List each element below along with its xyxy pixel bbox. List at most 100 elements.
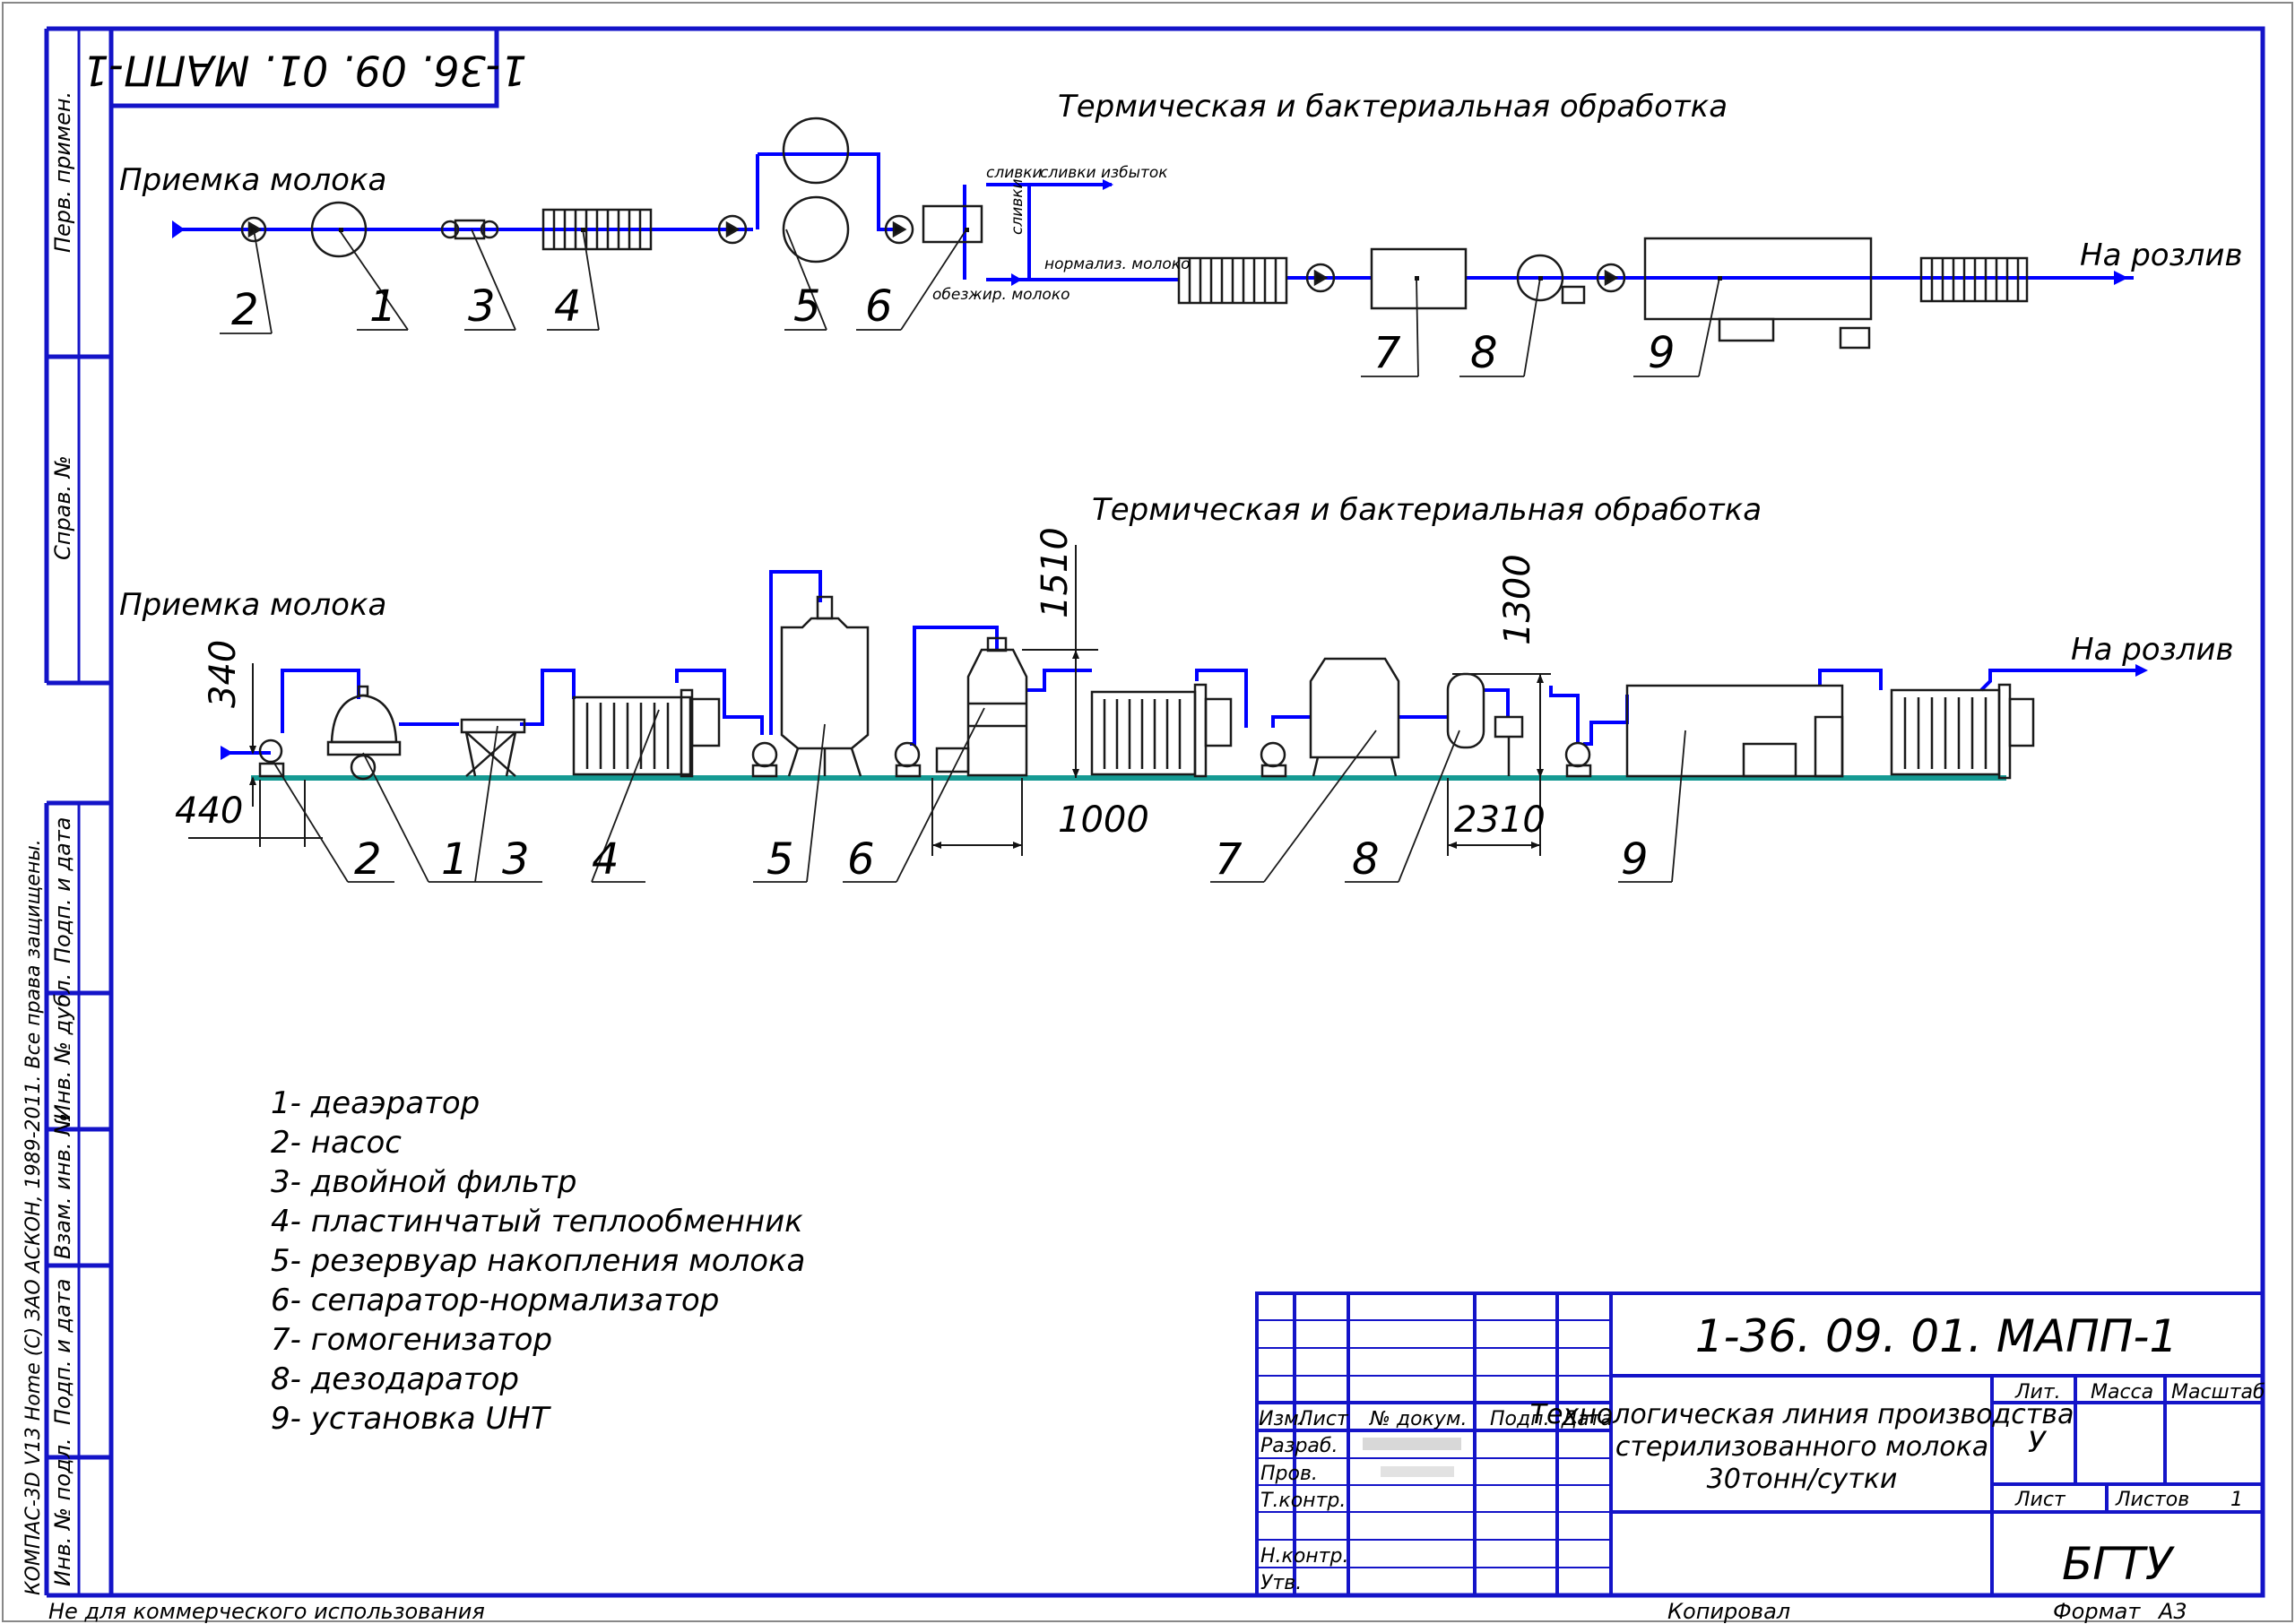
tb-podp: Подп.: [1490, 1408, 1550, 1430]
layout-leaders: [273, 707, 1686, 883]
layout-num-4: 4: [592, 834, 619, 885]
scheme-num-8: 8: [1470, 328, 1498, 378]
side-label-podp2: Подп. и дата: [50, 1279, 75, 1426]
layout-equipment: [258, 595, 2035, 781]
side-label-inv-podl: Инв. № подл.: [50, 1438, 75, 1586]
legend-item: 3- двойной фильтр: [271, 1164, 576, 1200]
side-label-podp1: Подп. и дата: [50, 817, 75, 964]
title-block-code: 1-36. 09. 01. МАПП-1: [1695, 1310, 2178, 1362]
footer-noncommercial: Не для коммерческого использования: [48, 1599, 485, 1624]
layout-num-6: 6: [847, 834, 875, 885]
scheme-start-label: Приемка молока: [119, 162, 386, 198]
footer: Не для коммерческого использования Копир…: [48, 1599, 2187, 1624]
scheme-skim-milk-label: обезжир. молоко: [932, 286, 1070, 304]
dim-440: 440: [175, 790, 243, 832]
layout-pipes: [222, 570, 2143, 755]
left-margin: Перв. примен. Справ. № Подп. и дата Инв.…: [22, 26, 111, 1598]
tb-listov-value: 1: [2230, 1489, 2243, 1511]
scheme-num-2: 2: [231, 285, 259, 335]
layout-dimensions: [188, 545, 1551, 856]
tb-listov-label: Листов: [2115, 1489, 2189, 1511]
footer-format-value: А3: [2157, 1599, 2187, 1624]
scheme-num-4: 4: [554, 281, 582, 332]
equipment-layout: Термическая и бактериальная обработка Пр…: [119, 492, 2234, 885]
scheme-num-6: 6: [865, 281, 893, 332]
tb-nkontr: Н.контр.: [1260, 1545, 1348, 1568]
process-scheme: Термическая и бактериальная обработка Пр…: [119, 89, 2243, 378]
legend-item: 5- резервуар накопления молока: [271, 1243, 805, 1279]
layout-end-label: На розлив: [2071, 632, 2234, 668]
main-frame: [108, 26, 2265, 1598]
dim-1000: 1000: [1058, 799, 1149, 841]
dim-1510: 1510: [1035, 527, 1076, 618]
scheme-title: Термическая и бактериальная обработка: [1058, 89, 1728, 125]
legend: 1- деаэратор 2- насос 3- двойной фильтр …: [271, 1085, 805, 1437]
tb-no-dokum: № докум.: [1369, 1408, 1467, 1430]
scheme-num-9: 9: [1648, 328, 1676, 378]
layout-num-1: 1: [441, 834, 469, 885]
blurred-name: [1381, 1466, 1454, 1477]
layout-num-5: 5: [766, 834, 794, 885]
scheme-leaders: [220, 229, 1720, 377]
blurred-name: [1363, 1438, 1461, 1450]
tb-org: БГТУ: [2062, 1538, 2176, 1590]
layout-num-3: 3: [502, 834, 530, 885]
scheme-num-1: 1: [369, 281, 397, 332]
tb-utv: Утв.: [1260, 1572, 1302, 1594]
tb-tkontr: Т.контр.: [1260, 1490, 1346, 1512]
layout-num-7: 7: [1215, 834, 1243, 885]
title-line: Технологическая линия производства: [1530, 1399, 2074, 1430]
scheme-numbers: 2 1 3 4 5 6 7 8 9: [231, 281, 1676, 378]
tb-massa: Масса: [2091, 1381, 2153, 1404]
scheme-num-5: 5: [793, 281, 821, 332]
legend-item: 1- деаэратор: [271, 1085, 480, 1121]
legend-item: 4- пластинчатый теплообменник: [271, 1204, 803, 1240]
scheme-cream-label: сливки: [986, 164, 1043, 182]
tb-list-label: Лист: [2014, 1489, 2066, 1511]
title-line: стерилизованного молока: [1615, 1431, 1988, 1463]
scheme-dots: [339, 228, 1722, 281]
tb-razrab: Разраб.: [1260, 1435, 1338, 1457]
side-label-perv: Перв. примен.: [50, 91, 75, 253]
side-label-inv-dubl: Инв. № дубл.: [50, 973, 75, 1120]
copyright-text: КОМПАС-3D V13 Home (С) ЗАО АСКОН, 1989-2…: [22, 839, 45, 1595]
tb-izm: Изм.: [1259, 1408, 1305, 1430]
layout-numbers: 2 1 3 4 5 6 7 8 9: [354, 834, 1649, 885]
layout-num-9: 9: [1621, 834, 1649, 885]
scheme-cream-vertical-label: сливки: [1009, 178, 1026, 235]
tb-lit: Лит.: [2014, 1381, 2061, 1404]
side-label-sprav: Справ. №: [50, 455, 75, 560]
layout-num-8: 8: [1352, 834, 1380, 885]
title-line: 30тонн/сутки: [1707, 1464, 1898, 1495]
legend-item: 8- дезодаратор: [271, 1361, 519, 1397]
legend-item: 7- гомогенизатор: [271, 1322, 552, 1358]
scheme-num-7: 7: [1373, 328, 1401, 378]
footer-kopiroval: Копировал: [1667, 1599, 1790, 1624]
tb-masshtab: Масштаб: [2171, 1381, 2265, 1404]
side-label-vzam: Взам. инв. №: [50, 1113, 75, 1259]
dim-340: 340: [203, 640, 244, 708]
scheme-end-label: На розлив: [2080, 238, 2243, 273]
layout-start-label: Приемка молока: [119, 587, 386, 623]
tb-prov: Пров.: [1260, 1463, 1318, 1485]
tb-lit-value: У: [2028, 1425, 2048, 1459]
legend-item: 9- установка UHT: [271, 1401, 551, 1437]
footer-format-label: Формат: [2053, 1599, 2141, 1624]
tb-list: Лист: [1297, 1408, 1349, 1430]
top-stamp: 1-36. 09. 01. МАПП-1: [82, 26, 527, 108]
legend-item: 6- сепаратор-нормализатор: [271, 1283, 719, 1318]
dim-1300: 1300: [1497, 554, 1538, 645]
dimension-labels: 340 440 1510 1000 1300 2310: [175, 527, 1546, 841]
title-block: 1-36. 09. 01. МАПП-1 Технологическая лин…: [1255, 1291, 2265, 1597]
scheme-cream-excess-label: сливки избыток: [1040, 164, 1168, 182]
layout-title: Термическая и бактериальная обработка: [1092, 492, 1762, 528]
scheme-norm-milk-label: нормализ. молоко: [1044, 255, 1190, 273]
layout-num-2: 2: [354, 834, 382, 885]
legend-item: 2- насос: [271, 1125, 402, 1161]
tb-data: Дата: [1561, 1408, 1613, 1430]
dim-2310: 2310: [1454, 799, 1546, 841]
dimension-arrows: [249, 650, 1544, 849]
scheme-num-3: 3: [468, 281, 496, 332]
scheme-equipment: [240, 117, 2029, 350]
